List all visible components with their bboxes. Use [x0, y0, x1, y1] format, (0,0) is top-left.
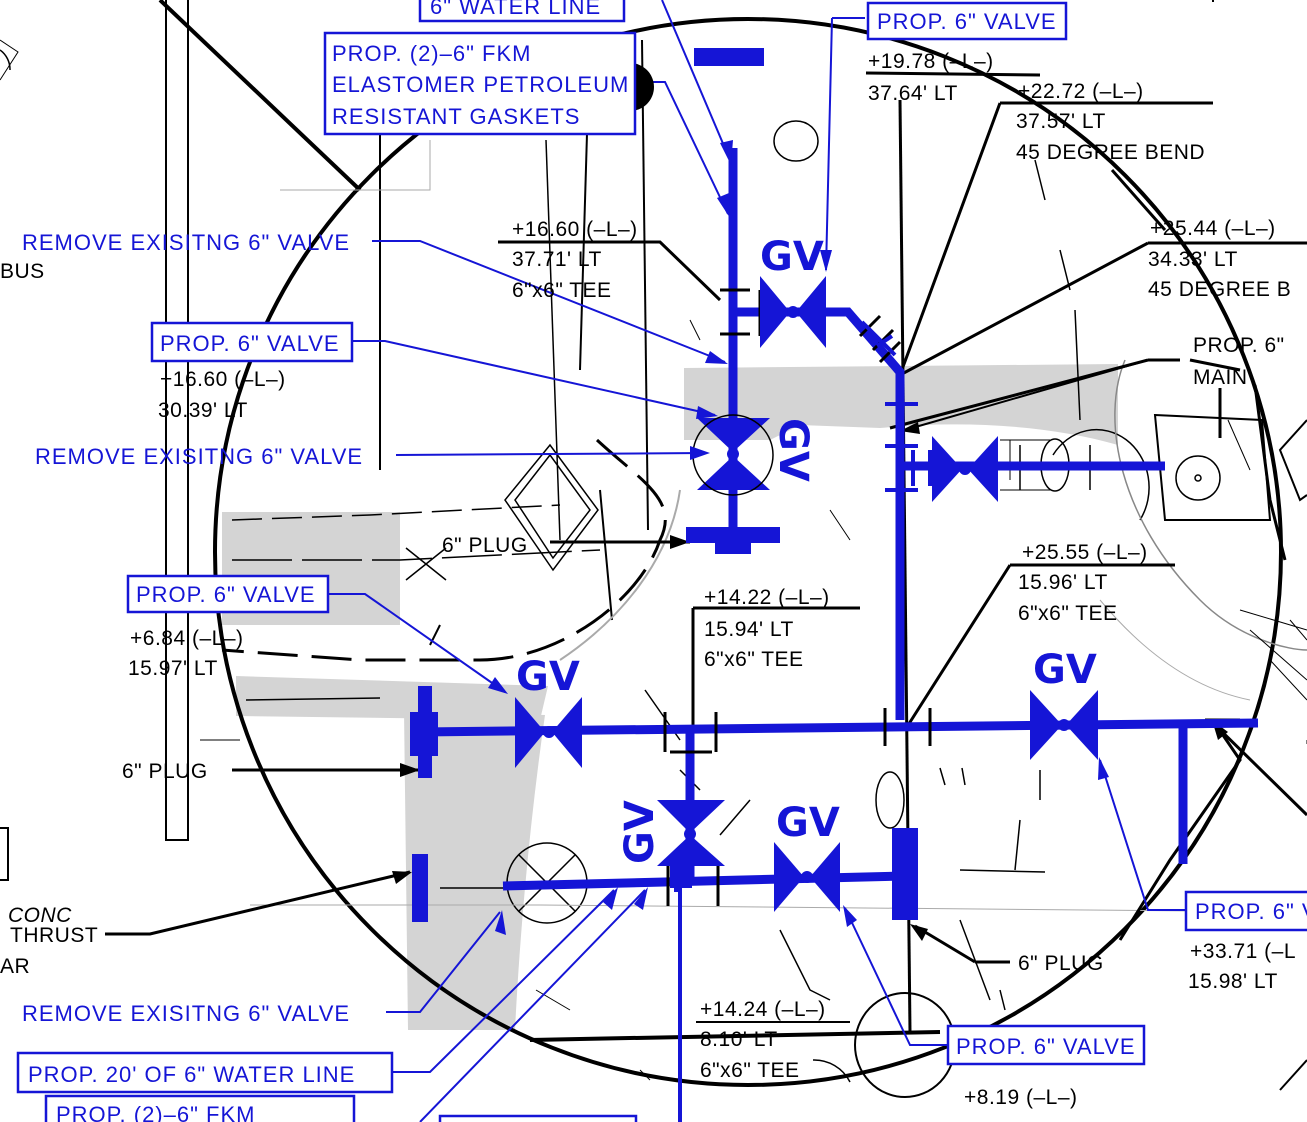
valve-lower-right [1030, 690, 1098, 760]
remove-valve-label: REMOVE EXISITNG 6" VALVE [35, 444, 363, 469]
blue-joint-marks [674, 320, 932, 1122]
fitting-description: 6"x6" TEE [704, 648, 804, 671]
offset-value: 37.64' LT [868, 82, 958, 105]
station-value: +16.60 (–L–) [512, 218, 638, 241]
valve-right-line [932, 436, 998, 502]
fitting-description: 6"x6" TEE [1018, 602, 1118, 625]
offset-value: 34.33' LT [1148, 248, 1238, 271]
pavement-bottom [404, 710, 545, 1030]
fitting-description: 45 DEGREE BEND [1016, 141, 1205, 164]
offset-value: 8.10' LT [700, 1028, 778, 1051]
water-line-label: PROP. 20' OF 6" WATER LINE [28, 1062, 355, 1087]
pavement-areas [222, 364, 1118, 1030]
gasket-label-1: PROP. (2)–6" FKM [332, 41, 531, 66]
gasket-label-3: RESISTANT GASKETS [332, 104, 580, 129]
gasket-label-2: ELASTOMER PETROLEUM [332, 72, 629, 97]
plug-label: 6" PLUG [1018, 952, 1104, 975]
thrust-label-suffix: AR [0, 955, 30, 978]
plug-label: 6" PLUG [442, 534, 528, 557]
prop-valve-label: PROP. 6" V [1195, 899, 1307, 924]
prop-valve-box [126, 574, 330, 614]
thrust-label: THRUST [10, 924, 98, 947]
gate-valves [515, 276, 1098, 912]
joint-marks [663, 288, 932, 906]
proposed-labels: 6" WATER LINE PROP. 6" VALVE PROP. (2)–6… [16, 0, 1307, 1122]
valve-tags: GV GV GV GV GV GV [516, 234, 1097, 864]
gv-tag: GV [1033, 647, 1097, 693]
valve-top [760, 276, 826, 348]
station-value: +6.84 (–L–) [130, 627, 244, 650]
detail-circle [213, 17, 1283, 1087]
station-value: +8.19 (–L–) [964, 1086, 1078, 1109]
station-value: +25.44 (–L–) [1150, 217, 1276, 240]
station-value: +19.78 (–L–) [868, 50, 994, 73]
gv-tag: GV [776, 800, 840, 846]
prop-valve-label: PROP. 6" VALVE [877, 9, 1057, 34]
prop-valve-label: PROP. 6" VALVE [136, 582, 316, 607]
blue-arrowheads [488, 140, 1109, 935]
water-line-box [418, 0, 626, 23]
valve-vertical-low [657, 800, 725, 866]
prop-main-label: MAIN [1193, 366, 1248, 389]
gv-tag: GV [516, 654, 580, 700]
water-line-box [16, 1051, 394, 1094]
station-value: +16.60 (–L–) [160, 368, 286, 391]
offset-value: 15.94' LT [704, 618, 794, 641]
prop-valve-box [150, 321, 354, 363]
prop-valve-box [1184, 890, 1307, 932]
prop-valve-box [866, 1, 1068, 41]
valve-vertical-mid [692, 414, 774, 496]
label-box-partial [438, 1114, 638, 1122]
pavement-strip [236, 676, 548, 720]
fitting-description: 6"x6" TEE [700, 1059, 800, 1082]
prop-main-label: PROP. 6" [1193, 334, 1285, 357]
station-callouts: +19.78 (–L–) 37.64' LT +22.72 (–L–) 37.5… [128, 50, 1296, 1109]
prop-valve-label: PROP. 6" VALVE [956, 1034, 1136, 1059]
existing-labels: BUS 6" PLUG 6" PLUG THRUST AR CONC 6" PL… [0, 260, 1285, 978]
station-value: +33.71 (–L [1190, 940, 1296, 963]
valve-bottom [774, 842, 840, 912]
offset-value: 37.57' LT [1016, 110, 1106, 133]
remove-valve-label: REMOVE EXISITNG 6" VALVE [22, 1001, 350, 1026]
gasket-label-bottom: PROP. (2)–6" FKM [56, 1102, 255, 1122]
station-value: +22.72 (–L–) [1018, 80, 1144, 103]
offset-value: 30.39' LT [158, 399, 248, 422]
existing-linework [0, 0, 1307, 1098]
offset-value: 15.97' LT [128, 657, 218, 680]
plug-label: 6" PLUG [122, 760, 208, 783]
station-value: +25.55 (–L–) [1022, 541, 1148, 564]
fitting-description: 6"x6" TEE [512, 279, 612, 302]
prop-valve-label: PROP. 6" VALVE [160, 331, 340, 356]
conc-label: CONC [8, 904, 72, 927]
remove-valve-label: REMOVE EXISITNG 6" VALVE [22, 230, 350, 255]
offset-value: 15.98' LT [1188, 970, 1278, 993]
station-value: +14.22 (–L–) [704, 586, 830, 609]
gasket-box [44, 1094, 356, 1122]
station-value: +14.24 (–L–) [700, 998, 826, 1021]
fitting-description: 45 DEGREE B [1148, 278, 1291, 301]
gv-tag: GV [770, 418, 816, 482]
prop-valve-box [946, 1024, 1146, 1066]
station-underlines [693, 102, 1175, 1023]
water-line-label: 6" WATER LINE [430, 0, 601, 19]
gv-tag: GV [760, 234, 824, 280]
valve-lower-left [515, 697, 582, 768]
gv-tag: GV [617, 800, 663, 864]
offset-value: 37.71' LT [512, 248, 602, 271]
gasket-box [323, 31, 637, 136]
offset-value: 15.96' LT [1018, 571, 1108, 594]
bus-label: BUS [0, 260, 45, 283]
